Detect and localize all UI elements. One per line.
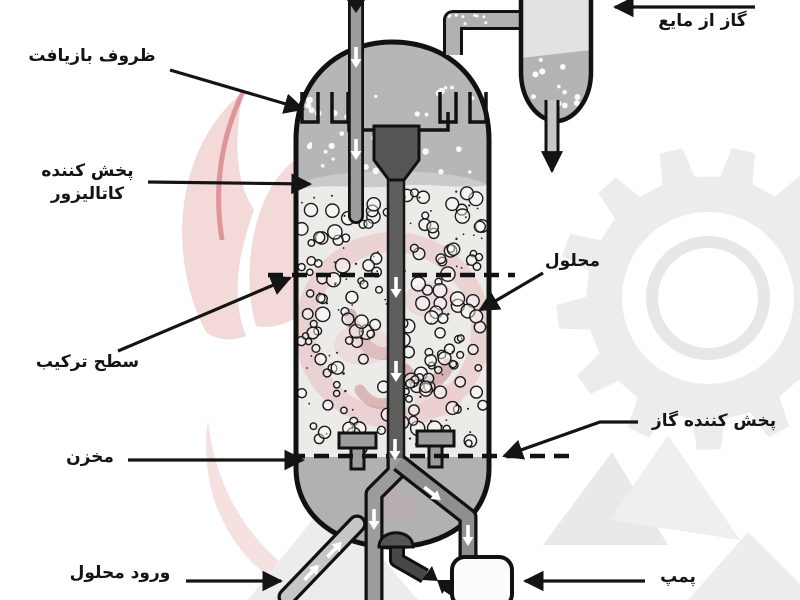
label-mixing-level: سطح ترکیب xyxy=(35,352,140,372)
leader-mixing-level xyxy=(117,275,292,353)
gear-inner-ring xyxy=(646,236,770,360)
leader-catalyst-distributor xyxy=(147,173,313,195)
feed-arrow-icon xyxy=(347,0,365,13)
pump-body xyxy=(450,555,514,600)
label-catalyst-line1: پخش کننده xyxy=(41,161,134,181)
label-recycle-vessels: ظروف بازیافت xyxy=(28,46,156,66)
gas-distributors xyxy=(337,429,456,471)
label-leaders xyxy=(117,0,755,592)
label-gas-from-liquid: گاز از مایع xyxy=(658,11,747,31)
reactor-vessel-outline xyxy=(293,39,492,550)
leader-solution xyxy=(478,271,544,312)
label-solution-inlet: ورود محلول xyxy=(69,563,171,583)
pipe-bubbles xyxy=(447,13,488,26)
catalyst-distributor-funnel xyxy=(372,124,421,182)
gas-distributor-left-stem xyxy=(349,446,366,471)
gas-distributor-right xyxy=(415,429,456,448)
bottom-drain-pipe xyxy=(364,458,406,600)
recycle-cup-icon xyxy=(468,92,488,124)
label-catalyst-line2: کاتالیزور xyxy=(50,183,125,204)
label-solution: محلول xyxy=(544,251,601,271)
feed-pipe xyxy=(347,0,365,224)
central-pipe xyxy=(386,170,406,462)
leader-gas-distributor xyxy=(502,420,638,460)
leader-recycle-vessels xyxy=(169,68,305,114)
label-catalyst-distributor: پخش کننده کاتالیزور xyxy=(25,160,150,206)
label-gas-distributor: پخش کننده گاز xyxy=(651,411,777,431)
separator-vessel xyxy=(518,0,594,174)
gas-transfer-pipe xyxy=(443,10,521,55)
solution-inlet-pipe xyxy=(277,514,367,600)
label-pump: پمپ xyxy=(660,567,696,587)
gas-distributor-left xyxy=(337,431,378,450)
mushroom-outlet xyxy=(377,531,429,583)
label-tank: مخزن xyxy=(66,447,114,467)
